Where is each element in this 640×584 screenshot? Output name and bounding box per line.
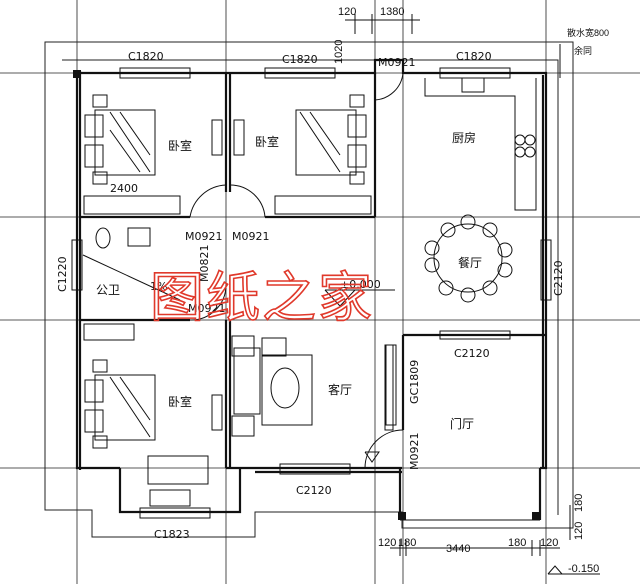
dim-180-right: 180 [573,494,585,512]
dim-120-top: 120 [338,6,356,18]
dim-1020: 1020 [333,40,345,64]
bottom-dimension [390,505,571,556]
elevation-main: ±0.000 [340,278,381,291]
roof-inner-outline [62,59,559,515]
bedroom-chairs [147,119,245,507]
bed-2 [274,94,372,215]
dim-120-bottom-left: 120 [378,537,396,549]
window-c2120-bottom: C2120 [296,484,332,497]
dim-180-bottom-right: 180 [508,537,526,549]
window-gc1809: GC1809 [408,360,421,404]
door-m0821: M0821 [198,245,211,283]
room-living: 客厅 [328,382,352,397]
elevation-marker [324,289,600,575]
room-bedroom-3: 卧室 [168,394,192,409]
window-c1820-c: C1820 [456,50,492,63]
room-foyer: 门厅 [450,416,474,431]
exterior-walls [73,58,548,470]
elevation-entry: -0.150 [568,563,599,575]
dim-3440: 3440 [446,543,470,555]
room-bathroom: 公卫 [96,283,120,297]
dim-120-right: 120 [573,522,585,540]
door-m0921-d: M0921 [408,433,421,471]
top-dimension: 120 1380 1020 散水宽800 余同 [333,6,609,78]
doors [189,72,404,469]
bathroom-fixtures [82,227,181,301]
dim-2400: 2400 [110,182,138,195]
window-c2120-right: C2120 [552,260,565,296]
window-c1820-b: C1820 [282,53,318,66]
dim-1380-top: 1380 [380,6,404,18]
column-right [532,512,540,520]
watermark: 图纸之家 [150,266,374,329]
window-c2120-mid: C2120 [454,347,490,360]
note-apron: 散水宽800 [567,27,609,38]
room-bedroom-2: 卧室 [255,134,279,149]
bed-3 [83,323,156,449]
kitchen-counter [424,77,537,211]
door-m0921-a: M0921 [185,230,223,243]
note-same: 余同 [574,45,592,56]
interior-walls [80,73,546,521]
column-left [398,512,406,520]
room-bedroom-1: 卧室 [168,138,192,153]
window-c1823: C1823 [154,528,190,541]
room-kitchen: 厨房 [452,130,476,145]
window-c1220: C1220 [56,256,69,292]
roof-outline [44,41,574,538]
dim-180-bottom-left: 180 [398,537,416,549]
bed-1 [83,94,181,215]
dining-table [424,214,513,303]
door-m0921-c: M0921 [188,302,226,315]
room-dining: 餐厅 [458,255,482,270]
window-c1820-a: C1820 [128,50,164,63]
sofa-set [231,335,397,437]
door-m0921-b: M0921 [232,230,270,243]
slope-label: 1% [150,280,167,293]
dim-120-bottom-right: 120 [540,537,558,549]
door-m0921-top: M0921 [378,56,416,69]
